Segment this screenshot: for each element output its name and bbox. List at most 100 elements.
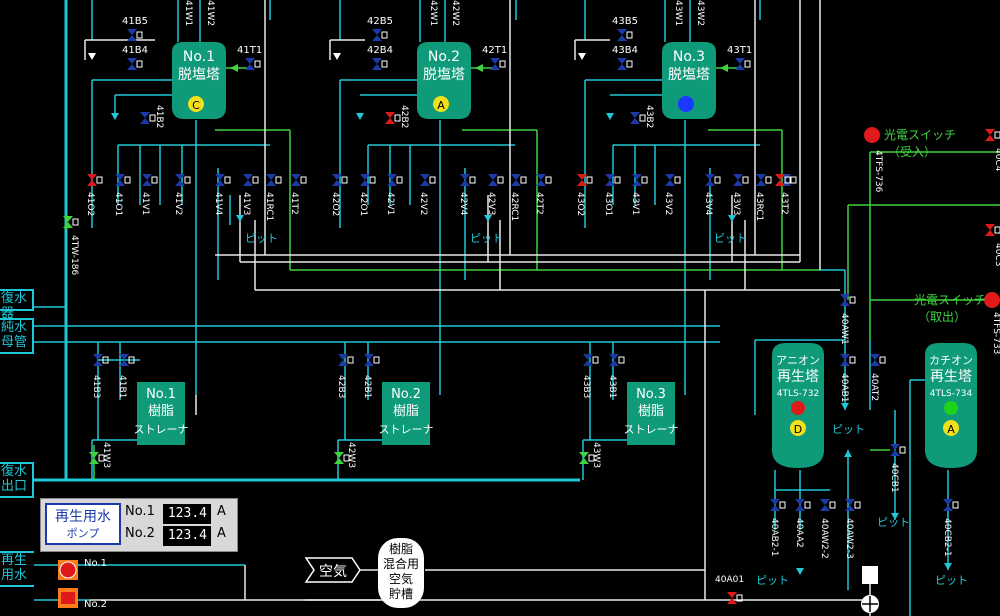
photo-switch-outlet[interactable]: 光電スイッチ （取出） 4TFS-733 bbox=[914, 292, 1000, 354]
valve-line[interactable] bbox=[332, 174, 348, 186]
cation-level-tag: 4TLS-734 bbox=[930, 389, 973, 399]
valve-line[interactable] bbox=[705, 174, 721, 186]
valve-line[interactable] bbox=[243, 174, 259, 186]
valve-b4[interactable] bbox=[372, 58, 388, 70]
valve-line[interactable] bbox=[733, 174, 749, 186]
valve-b1[interactable] bbox=[609, 354, 625, 366]
valve-aa2[interactable] bbox=[795, 499, 811, 511]
regen-water-pump-1[interactable]: No.1 bbox=[58, 558, 107, 580]
cation-label: カチオン bbox=[929, 354, 973, 367]
cation-regeneration-tower[interactable]: カチオン 再生塔 4TLS-734 A bbox=[925, 343, 977, 468]
desalination-tower-2[interactable]: No.2 脱塩塔 A bbox=[417, 42, 471, 119]
tag-b1: 43B1 bbox=[607, 375, 617, 398]
tag-t1: 42T1 bbox=[482, 45, 507, 56]
valve-b2[interactable] bbox=[630, 112, 646, 124]
regen-pump-ammeter-panel: 再生用水ポンプ No.1 123.4 A No.2 123.4 A bbox=[40, 498, 238, 552]
tag-line: 42V1 bbox=[385, 192, 395, 215]
valve-rc[interactable] bbox=[775, 174, 791, 186]
valve-ab2[interactable] bbox=[770, 499, 786, 511]
resin-strainer-1[interactable]: No.1 樹脂 ストレーナ bbox=[134, 382, 189, 445]
valve-line[interactable] bbox=[291, 174, 307, 186]
valve-w3[interactable] bbox=[334, 452, 350, 464]
valve-line[interactable] bbox=[360, 174, 376, 186]
valve-line[interactable] bbox=[142, 174, 158, 186]
tag-line: 42V4 bbox=[458, 192, 468, 216]
valve-line[interactable] bbox=[536, 174, 552, 186]
valve-t1[interactable] bbox=[490, 58, 506, 70]
resin-strainer-2[interactable]: No.2 樹脂 ストレーナ bbox=[379, 382, 434, 445]
resin-strainer-3[interactable]: No.3 樹脂 ストレーナ bbox=[624, 382, 679, 445]
tag-b3: 41B3 bbox=[91, 375, 101, 398]
valve-line[interactable] bbox=[488, 174, 504, 186]
tag-line: 41O2 bbox=[85, 192, 95, 216]
tag-line: 42O1 bbox=[358, 192, 368, 216]
valve-line[interactable] bbox=[175, 174, 191, 186]
valve-line[interactable] bbox=[420, 174, 436, 186]
valve-line[interactable] bbox=[756, 174, 772, 186]
tag-w1: 42W1 bbox=[428, 0, 438, 26]
valve-b4[interactable] bbox=[617, 58, 633, 70]
valve-b5[interactable] bbox=[372, 29, 388, 41]
valve-b2[interactable] bbox=[140, 112, 156, 124]
valve-b1[interactable] bbox=[364, 354, 380, 366]
valve-aw1[interactable] bbox=[840, 294, 856, 306]
photo-switch-tag: 4TFS-733 bbox=[991, 312, 1000, 354]
valve-b3[interactable] bbox=[93, 354, 109, 366]
desalination-tower-3[interactable]: No.3 脱塩塔 bbox=[662, 42, 716, 119]
tag-aw2-3: 40AW2-3 bbox=[844, 518, 854, 559]
valve-line[interactable] bbox=[266, 174, 282, 186]
flow-arrows bbox=[88, 53, 952, 575]
valve-w3[interactable] bbox=[579, 452, 595, 464]
pit-label: ピット bbox=[245, 232, 278, 245]
valve-b5[interactable] bbox=[617, 29, 633, 41]
tag-line: 41RC1 bbox=[264, 192, 274, 221]
valve-b2[interactable] bbox=[385, 112, 401, 124]
anion-regeneration-tower[interactable]: アニオン 再生塔 4TLS-732 D bbox=[772, 343, 824, 468]
valve-aw2-3[interactable] bbox=[845, 499, 861, 511]
valve-line[interactable] bbox=[665, 174, 681, 186]
valve-t1[interactable] bbox=[735, 58, 751, 70]
valve-t1[interactable] bbox=[245, 58, 261, 70]
valve-b3[interactable] bbox=[583, 354, 599, 366]
tank-label: 空気 bbox=[389, 571, 413, 586]
valve-line[interactable] bbox=[605, 174, 621, 186]
valve-b5[interactable] bbox=[127, 29, 143, 41]
resin-mixing-air-tank[interactable]: 樹脂 混合用 空気 貯槽 bbox=[378, 538, 424, 608]
valve-line[interactable] bbox=[511, 174, 527, 186]
desalination-tower-1[interactable]: No.1 脱塩塔 C bbox=[172, 42, 226, 119]
valve-a01[interactable] bbox=[727, 592, 743, 604]
valve-group[interactable] bbox=[63, 29, 1000, 604]
valve-at2[interactable] bbox=[870, 354, 886, 366]
photo-switch-receive[interactable]: 光電スイッチ （受入） 4TFS-736 bbox=[864, 127, 956, 193]
valve-cb2[interactable] bbox=[943, 499, 959, 511]
valve-w3[interactable] bbox=[89, 452, 105, 464]
pump-current-unit: A bbox=[217, 526, 226, 541]
tag-b5: 42B5 bbox=[367, 16, 393, 27]
valve-line[interactable] bbox=[215, 174, 231, 186]
valve-line[interactable] bbox=[115, 174, 131, 186]
tag-tw: 4TW-186 bbox=[69, 235, 79, 275]
valve-line[interactable] bbox=[387, 174, 403, 186]
valve-tw[interactable] bbox=[63, 216, 79, 228]
pump-label: No.1 bbox=[84, 558, 107, 569]
valve-c4[interactable] bbox=[985, 129, 1000, 141]
cation-status-lamp bbox=[943, 420, 959, 436]
valve-ab1[interactable] bbox=[840, 354, 856, 366]
tag-b3: 43B3 bbox=[581, 375, 591, 398]
valve-line[interactable] bbox=[577, 174, 593, 186]
valve-line[interactable] bbox=[460, 174, 476, 186]
valve-cb1[interactable] bbox=[890, 444, 906, 456]
regen-water-pump-2[interactable]: No.2 bbox=[58, 588, 107, 610]
valve-b1[interactable] bbox=[119, 354, 135, 366]
valve-b4[interactable] bbox=[127, 58, 143, 70]
valve-line[interactable] bbox=[87, 174, 103, 186]
tag-ab2: 40AB2-1 bbox=[769, 518, 779, 556]
valve-line[interactable] bbox=[632, 174, 648, 186]
cation-level-lamp bbox=[944, 401, 958, 415]
valve-b3[interactable] bbox=[338, 354, 354, 366]
valve-c3[interactable] bbox=[985, 224, 1000, 236]
valve-aw2-2[interactable] bbox=[820, 499, 836, 511]
blower-icon[interactable] bbox=[861, 566, 879, 613]
tank-label: 混合用 bbox=[383, 556, 419, 571]
air-label: 空気 bbox=[319, 564, 347, 580]
